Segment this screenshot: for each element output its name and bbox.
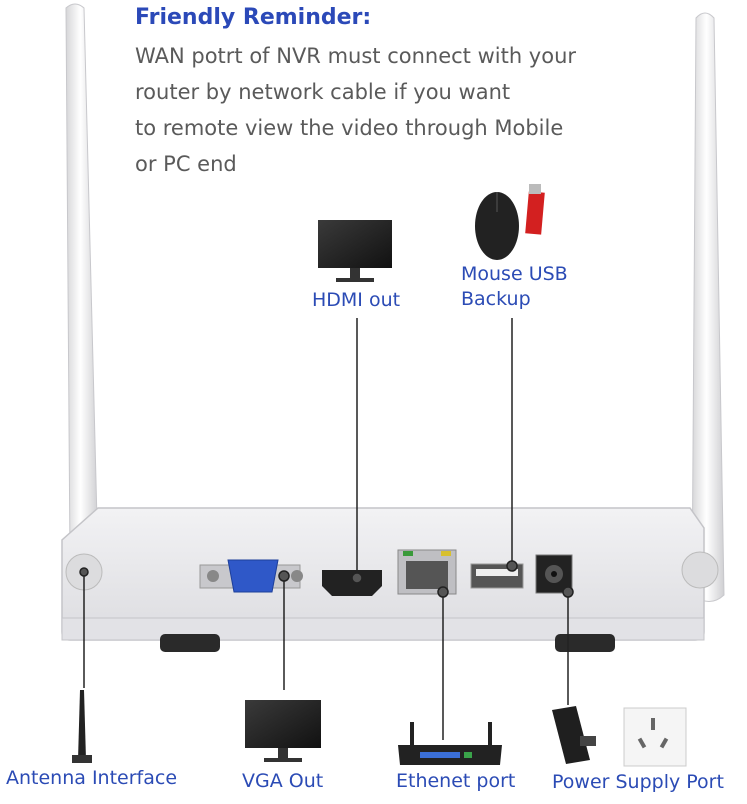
- antenna-icon: [72, 690, 92, 763]
- mouse-icon: [475, 192, 519, 260]
- reminder-line: or PC end: [135, 152, 237, 176]
- vga-out-label: VGA Out: [242, 770, 324, 792]
- nvr-box: [61, 507, 719, 652]
- reminder-line: WAN potrt of NVR must connect with your: [135, 44, 577, 68]
- router-icon: [398, 722, 502, 765]
- connector-lines: [79, 318, 574, 740]
- hdmi-port: [322, 570, 382, 596]
- right-antenna: [691, 12, 725, 602]
- reminder-line: router by network cable if you want: [135, 80, 511, 104]
- wall-outlet-icon: [623, 707, 687, 767]
- usb-port: [470, 563, 524, 589]
- mouse-usb-label: Mouse USB: [461, 263, 568, 285]
- ethernet-port: [397, 549, 457, 595]
- hdmi-out-label: HDMI out: [312, 289, 401, 311]
- reminder-title: Friendly Reminder:: [135, 5, 372, 30]
- ethernet-port-label: Ethenet port: [396, 770, 516, 792]
- backup-label: Backup: [461, 288, 531, 310]
- reminder-line: to remote view the video through Mobile: [135, 116, 564, 140]
- vga-port: [199, 559, 303, 593]
- left-antenna: [65, 3, 99, 568]
- usb-stick-icon: [525, 184, 545, 235]
- hdmi-monitor-icon: [318, 220, 392, 282]
- antenna-interface-label: Antenna Interface: [6, 767, 178, 789]
- power-adapter-icon: [552, 706, 596, 764]
- vga-monitor-icon: [245, 700, 321, 762]
- power-supply-port-label: Power Supply Port: [552, 771, 724, 793]
